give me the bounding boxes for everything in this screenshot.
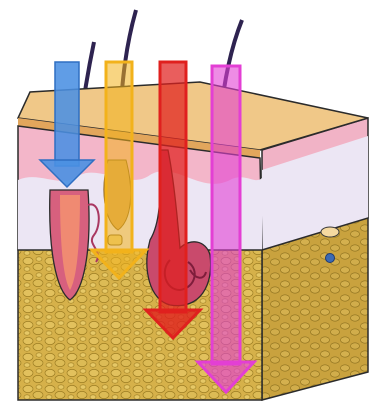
blood-cell (326, 254, 335, 263)
sweat-gland-duct (321, 227, 339, 237)
block-side-face (262, 118, 368, 400)
